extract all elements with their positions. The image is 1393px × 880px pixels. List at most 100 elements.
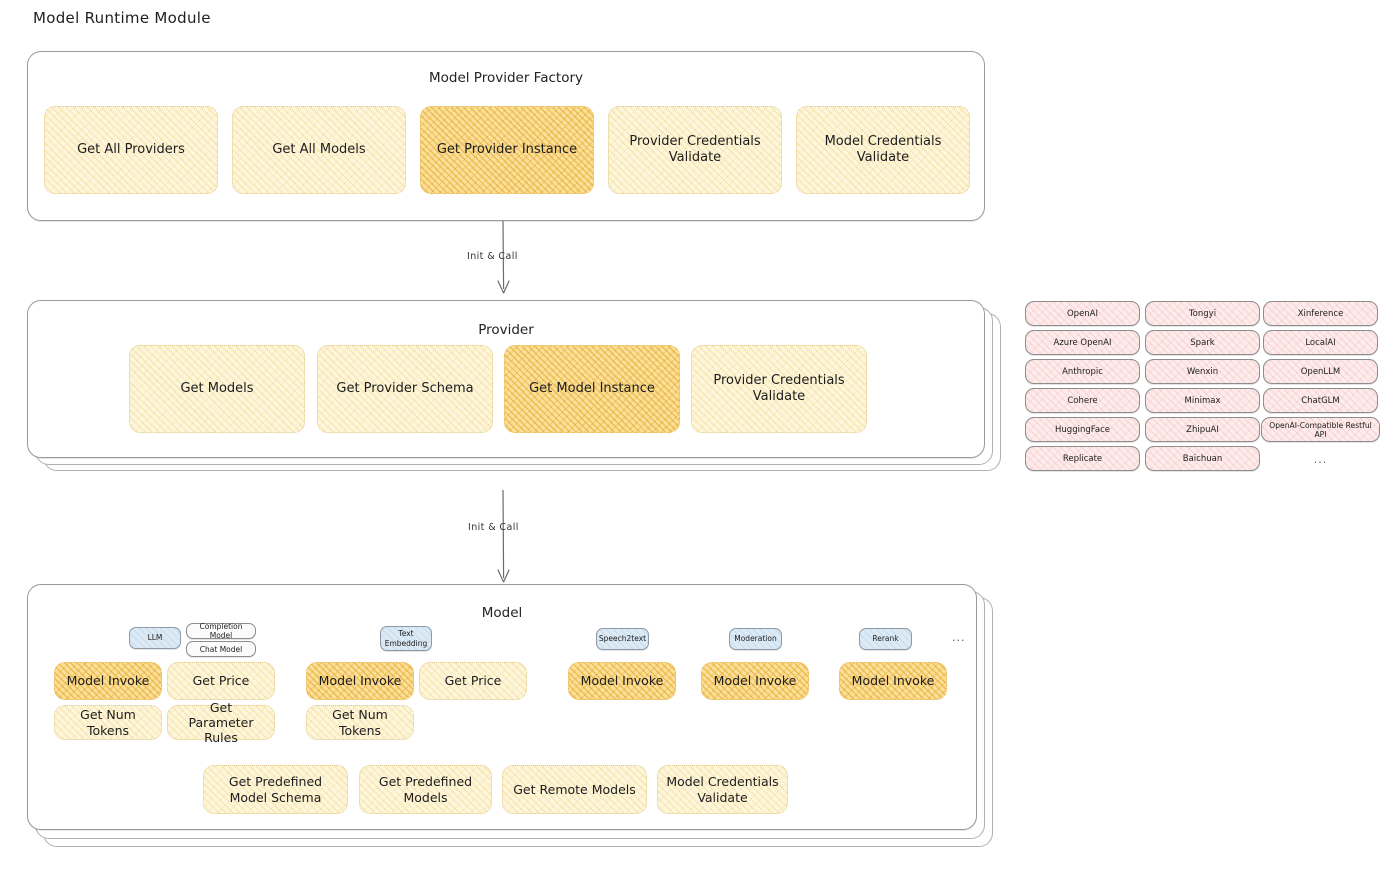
provider-chip-xinference[interactable]: Xinference (1263, 301, 1378, 326)
node-label: Provider Credentials Validate (629, 134, 761, 165)
node-text-embedding-get-num-tokens[interactable]: Get Num Tokens (306, 705, 414, 740)
node-llm-model-invoke[interactable]: Model Invoke (54, 662, 162, 700)
chip-label: Rerank (872, 634, 899, 644)
node-get-provider-schema[interactable]: Get Provider Schema (317, 345, 493, 433)
chip-label: Completion Model (199, 622, 243, 640)
provider-chip-openllm[interactable]: OpenLLM (1263, 359, 1378, 384)
arrow-factory-to-provider: Init & Call (467, 220, 540, 296)
node-label: Get Provider Schema (336, 381, 474, 397)
provider-chip-tongyi[interactable]: Tongyi (1145, 301, 1260, 326)
model-type-chip-moderation[interactable]: Moderation (729, 628, 782, 650)
arrow-down-icon (497, 220, 510, 294)
provider-chip-wenxin[interactable]: Wenxin (1145, 359, 1260, 384)
model-subtype-chip-chat-model[interactable]: Chat Model (186, 641, 256, 657)
provider-chip-replicate[interactable]: Replicate (1025, 446, 1140, 471)
node-label: Model Invoke (851, 673, 935, 689)
chip-label: LocalAI (1305, 337, 1336, 348)
node-model-credentials-validate-2[interactable]: Model Credentials Validate (657, 765, 788, 814)
node-label: Get Price (192, 673, 250, 689)
node-label: Get Price (444, 673, 502, 689)
node-label: Provider Credentials Validate (713, 373, 845, 404)
model-type-chip-rerank[interactable]: Rerank (859, 628, 912, 650)
chip-label: Baichuan (1182, 453, 1223, 464)
chip-label: Minimax (1184, 395, 1221, 406)
provider-chip-openai-compatible-restful-api[interactable]: OpenAI-Compatible Restful API (1261, 417, 1380, 442)
provider-chip-azure-openai[interactable]: Azure OpenAI (1025, 330, 1140, 355)
chip-label: OpenLLM (1300, 366, 1341, 377)
chip-label: Spark (1190, 337, 1215, 348)
model-type-chip-text-embedding[interactable]: Text Embedding (380, 626, 432, 651)
node-label: Get All Providers (77, 142, 185, 158)
page-title: Model Runtime Module (33, 9, 211, 27)
provider-panel-title: Provider (478, 322, 534, 338)
chip-label: Moderation (734, 634, 777, 644)
chip-label: Azure OpenAI (1053, 337, 1112, 348)
node-label: Model Invoke (66, 673, 150, 689)
node-get-predefined-models[interactable]: Get Predefined Models (359, 765, 492, 814)
chip-label: OpenAI (1066, 308, 1099, 319)
node-get-predefined-model-schema[interactable]: Get Predefined Model Schema (203, 765, 348, 814)
node-label: Get Model Instance (529, 381, 655, 397)
node-label: Model Credentials Validate (666, 774, 779, 805)
node-get-models[interactable]: Get Models (129, 345, 305, 433)
node-llm-get-num-tokens[interactable]: Get Num Tokens (54, 705, 162, 740)
provider-chip-localai[interactable]: LocalAI (1263, 330, 1378, 355)
node-label: Get Predefined Models (378, 774, 473, 805)
provider-chip-baichuan[interactable]: Baichuan (1145, 446, 1260, 471)
provider-chip-openai[interactable]: OpenAI (1025, 301, 1140, 326)
node-label: Get Remote Models (513, 781, 636, 797)
arrow-provider-to-model: Init & Call (468, 489, 540, 585)
node-llm-get-price[interactable]: Get Price (167, 662, 275, 700)
node-moderation-model-invoke[interactable]: Model Invoke (701, 662, 809, 700)
chip-label: Replicate (1062, 453, 1103, 464)
node-model-credentials-validate[interactable]: Model Credentials Validate (796, 106, 970, 194)
node-label: Get Predefined Model Schema (228, 774, 323, 805)
chip-label: Cohere (1067, 395, 1098, 406)
provider-chip-huggingface[interactable]: HuggingFace (1025, 417, 1140, 442)
model-type-chip-llm[interactable]: LLM (129, 627, 181, 649)
provider-chip-anthropic[interactable]: Anthropic (1025, 359, 1140, 384)
node-label: Model Invoke (318, 673, 402, 689)
chip-label: Anthropic (1062, 366, 1103, 377)
node-rerank-model-invoke[interactable]: Model Invoke (839, 662, 947, 700)
provider-list-ellipsis: ... (1263, 450, 1378, 468)
ellipsis-label: ... (952, 631, 966, 644)
node-label: Get Provider Instance (436, 142, 578, 158)
chip-label: LLM (147, 633, 163, 643)
node-speech2text-model-invoke[interactable]: Model Invoke (568, 662, 676, 700)
node-get-model-instance[interactable]: Get Model Instance (504, 345, 680, 433)
arrow-down-icon (497, 489, 510, 583)
node-label: Get Num Tokens (80, 707, 136, 738)
node-label: Model Invoke (580, 673, 664, 689)
factory-panel-title: Model Provider Factory (428, 70, 583, 86)
provider-chip-cohere[interactable]: Cohere (1025, 388, 1140, 413)
node-text-embedding-model-invoke[interactable]: Model Invoke (306, 662, 414, 700)
chip-label: ZhipuAI (1186, 424, 1219, 435)
provider-chip-minimax[interactable]: Minimax (1145, 388, 1260, 413)
node-label: Get All Models (272, 142, 366, 158)
ellipsis-label: ... (1313, 452, 1328, 466)
arrow-label: Init & Call (467, 251, 518, 262)
node-get-all-providers[interactable]: Get All Providers (44, 106, 218, 194)
node-get-provider-instance[interactable]: Get Provider Instance (420, 106, 594, 194)
node-get-remote-models[interactable]: Get Remote Models (502, 765, 647, 814)
node-label: Get Num Tokens (332, 707, 388, 738)
provider-chip-spark[interactable]: Spark (1145, 330, 1260, 355)
node-get-all-models[interactable]: Get All Models (232, 106, 406, 194)
arrow-label: Init & Call (468, 522, 519, 533)
node-label: Get Parameter Rules (188, 699, 254, 746)
chip-label: ChatGLM (1301, 395, 1340, 406)
provider-chip-zhipuai[interactable]: ZhipuAI (1145, 417, 1260, 442)
node-provider-credentials-validate-2[interactable]: Provider Credentials Validate (691, 345, 867, 433)
node-label: Model Invoke (713, 673, 797, 689)
provider-chip-chatglm[interactable]: ChatGLM (1263, 388, 1378, 413)
model-types-ellipsis: ... (952, 631, 966, 644)
model-type-chip-speech2text[interactable]: Speech2text (596, 628, 649, 650)
node-provider-credentials-validate[interactable]: Provider Credentials Validate (608, 106, 782, 194)
chip-label: Tongyi (1188, 308, 1217, 319)
chip-label: Speech2text (598, 634, 647, 644)
model-subtype-chip-completion-model[interactable]: Completion Model (186, 622, 256, 640)
node-llm-get-parameter-rules[interactable]: Get Parameter Rules (167, 700, 275, 745)
node-text-embedding-get-price[interactable]: Get Price (419, 662, 527, 700)
